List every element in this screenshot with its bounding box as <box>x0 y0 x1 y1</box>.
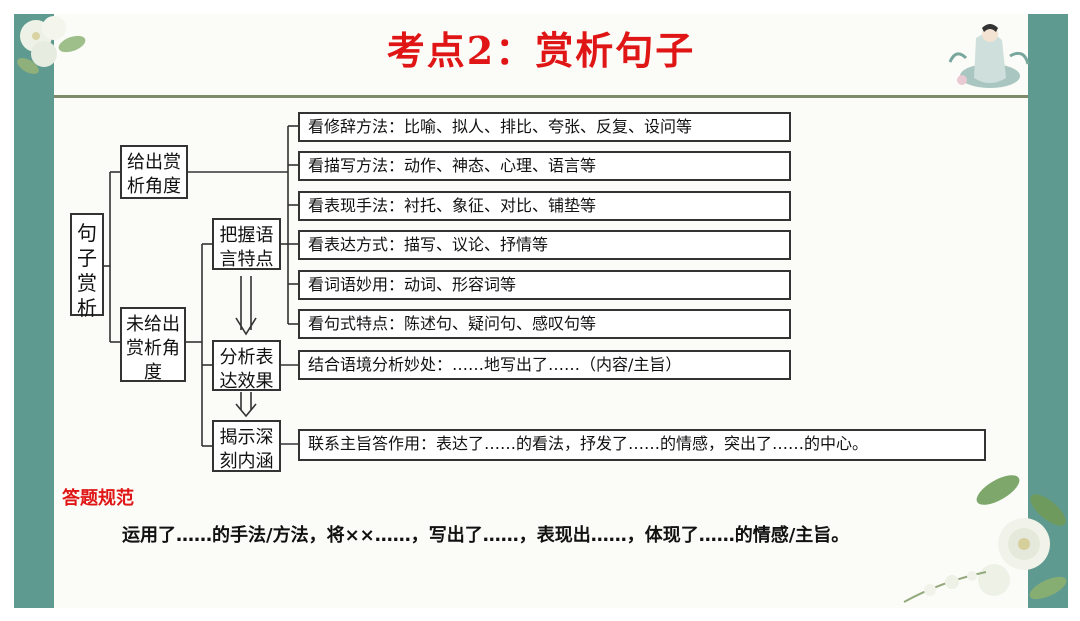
branch-decoration-bottom <box>903 571 987 603</box>
flower-decoration-top-left <box>17 16 86 74</box>
step-reveal-meaning: 揭示深刻内涵 <box>212 420 281 472</box>
analyze-effect-text: 结合语境分析妙处：……地写出了……（内容/主旨） <box>298 350 791 380</box>
flower-decoration-bottom-right <box>976 475 1067 600</box>
item-description: 看描写方法：动作、神态、心理、语言等 <box>298 151 791 181</box>
page-title: 考点2：赏析句子 <box>386 28 696 73</box>
step-analyze-effect: 分析表达效果 <box>212 340 281 392</box>
item-expression-mode: 看表达方式：描写、议论、抒情等 <box>298 230 791 260</box>
reveal-meaning-text: 联系主旨答作用：表达了……的看法，抒发了……的情感，突出了……的中心。 <box>298 429 986 461</box>
answer-rule-heading: 答题规范 <box>62 488 134 509</box>
step-grasp-language: 把握语言特点 <box>212 218 281 270</box>
fairy-figure-decoration <box>948 24 1030 88</box>
answer-rule-text: 运用了……的手法/方法，将××……，写出了……，表现出……，体现了……的情感/主… <box>122 525 850 546</box>
title-divider <box>54 95 1028 98</box>
item-rhetoric: 看修辞方法：比喻、拟人、排比、夸张、反复、设问等 <box>298 112 791 142</box>
item-technique: 看表现手法：衬托、象征、对比、铺垫等 <box>298 191 791 221</box>
item-sentence-pattern: 看句式特点：陈述句、疑问句、感叹句等 <box>298 309 791 339</box>
item-word-usage: 看词语妙用：动词、形容词等 <box>298 270 791 300</box>
left-frame-bar <box>14 14 54 608</box>
branch-not-given-angle: 未给出赏析角度 <box>120 307 186 383</box>
tree-root-node: 句子赏析 <box>70 213 104 320</box>
branch-given-angle: 给出赏析角度 <box>120 145 188 199</box>
